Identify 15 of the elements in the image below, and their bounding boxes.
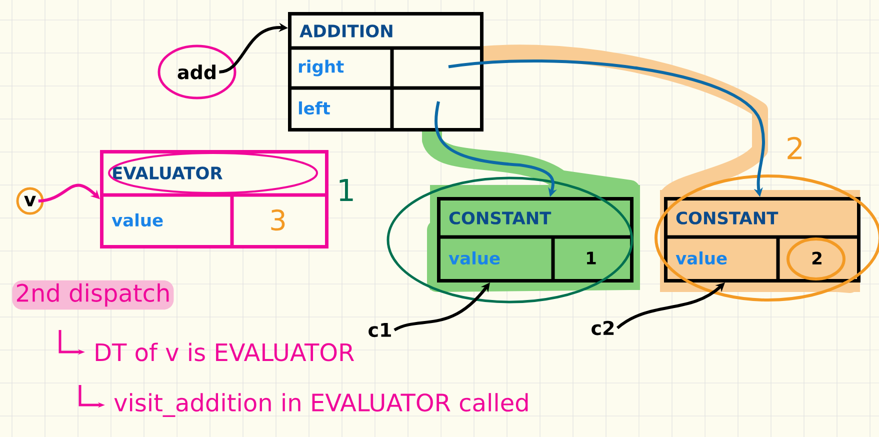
record-table: ADDITION right left	[288, 12, 484, 132]
pointer-name: add	[178, 64, 216, 80]
record-table: CONSTANT value 2	[664, 197, 860, 282]
number-note: 2	[788, 136, 802, 160]
record-table: EVALUATOR value 3	[100, 150, 328, 248]
pointer-name: c2	[592, 320, 614, 336]
arrow	[38, 184, 100, 202]
record-table: CONSTANT value 1	[437, 197, 634, 282]
pointer-name: c1	[368, 322, 391, 338]
note-text: 2nd dispatch	[12, 280, 174, 310]
number-note: 1	[340, 179, 353, 201]
note-text: DT of v is EVALUATOR	[96, 342, 354, 362]
note-text: visit_addition in EVALUATOR called	[114, 393, 528, 417]
arrow	[616, 282, 725, 330]
pointer-name: v	[24, 196, 36, 206]
